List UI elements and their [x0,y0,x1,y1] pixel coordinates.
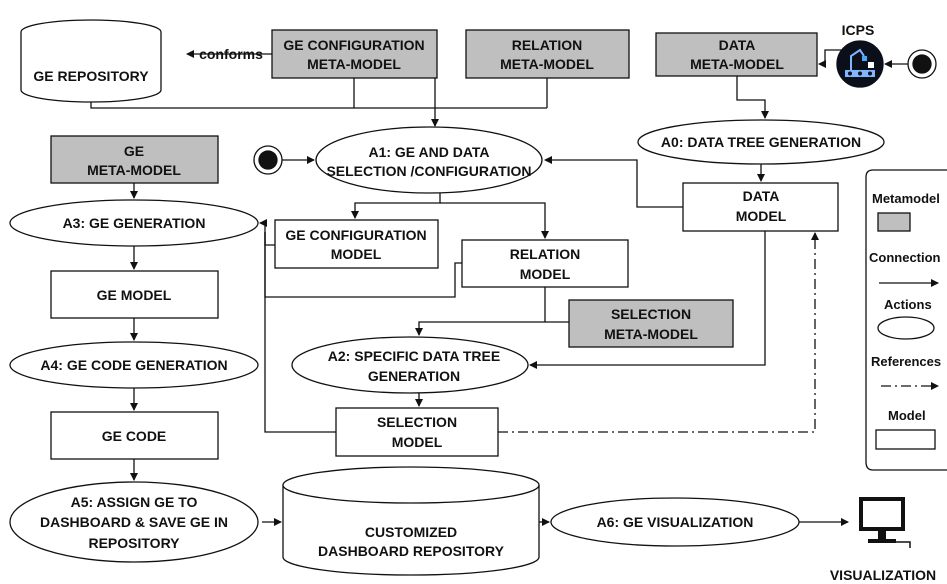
ge-configuration-model-box [274,219,439,269]
a5-ellipse [9,481,259,563]
a0-label: A0: DATA TREE GENERATION [661,134,861,150]
data-metamodel-label-1: DATA [719,37,756,53]
ge-configuration-model-label-1: GE CONFIGURATION [285,227,426,243]
data-metamodel-label-2: META-MODEL [690,56,784,72]
a4-label: A4: GE CODE GENERATION [40,357,227,373]
dashboard-repository-cylinder [282,466,540,576]
monitor-icon [859,497,911,548]
data-model-label-1: DATA [743,188,780,204]
legend-model-label: Model [888,408,926,423]
selection-model-box [335,407,499,457]
a2-ellipse [291,336,529,394]
ge-metamodel-label-2: META-MODEL [87,162,181,178]
ge-configuration-metamodel-label-1: GE CONFIGURATION [283,37,424,53]
selection-metamodel-label-2: META-MODEL [604,326,698,342]
a2-label-2: GENERATION [368,368,460,384]
selection-model-label-2: MODEL [392,434,443,450]
a5-label-2: DASHBOARD & SAVE GE IN [40,514,228,530]
ge-configuration-model-label-2: MODEL [331,246,382,262]
dashboard-repository-label-1: CUSTOMIZED [365,524,457,540]
relation-metamodel-box [465,29,630,79]
a1-label-2: SELECTION /CONFIGURATION [326,163,531,179]
a2-label-1: A2: SPECIFIC DATA TREE [328,348,500,364]
a5-label-3: REPOSITORY [88,535,180,551]
conforms-label: conforms [199,46,263,62]
icps-icon [836,40,884,88]
ge-metamodel-label-1: GE [124,143,144,159]
icps-label: ICPS [842,22,875,38]
legend-metamodel-label: Metamodel [872,191,940,206]
data-model-label-2: MODEL [736,208,787,224]
selection-metamodel-box [568,299,734,348]
relation-model-label-2: MODEL [520,266,571,282]
ge-code-box [50,411,219,460]
start-node-right [907,49,937,79]
dashboard-repository-label-2: DASHBOARD REPOSITORY [318,543,505,559]
ge-metamodel-box [50,135,219,184]
legend-references-label: References [871,354,941,369]
a3-label: A3: GE GENERATION [63,215,206,231]
relation-metamodel-label-2: META-MODEL [500,56,594,72]
selection-metamodel-label-1: SELECTION [611,306,691,322]
selection-model-label-1: SELECTION [377,414,457,430]
relation-model-box [461,239,629,288]
legend-actions-label: Actions [884,297,932,312]
relation-model-label-1: RELATION [510,246,581,262]
visualization-label: VISUALIZATION [830,567,936,583]
legend-connection-label: Connection [869,250,941,265]
ge-model-label: GE MODEL [97,287,172,303]
a1-label-1: A1: GE AND DATA [368,144,489,160]
a1-ellipse [315,126,543,194]
ge-repository-cylinder [20,19,162,103]
ge-configuration-metamodel-box [271,29,438,79]
start-node-left [253,145,283,175]
ge-code-label: GE CODE [102,428,167,444]
ge-model-box [50,270,219,319]
relation-metamodel-label-1: RELATION [512,37,583,53]
legend [865,169,947,471]
ge-configuration-metamodel-label-2: META-MODEL [307,56,401,72]
a5-label-1: A5: ASSIGN GE TO [71,494,198,510]
ge-repository-label: GE REPOSITORY [33,68,149,84]
a6-label: A6: GE VISUALIZATION [597,514,754,530]
